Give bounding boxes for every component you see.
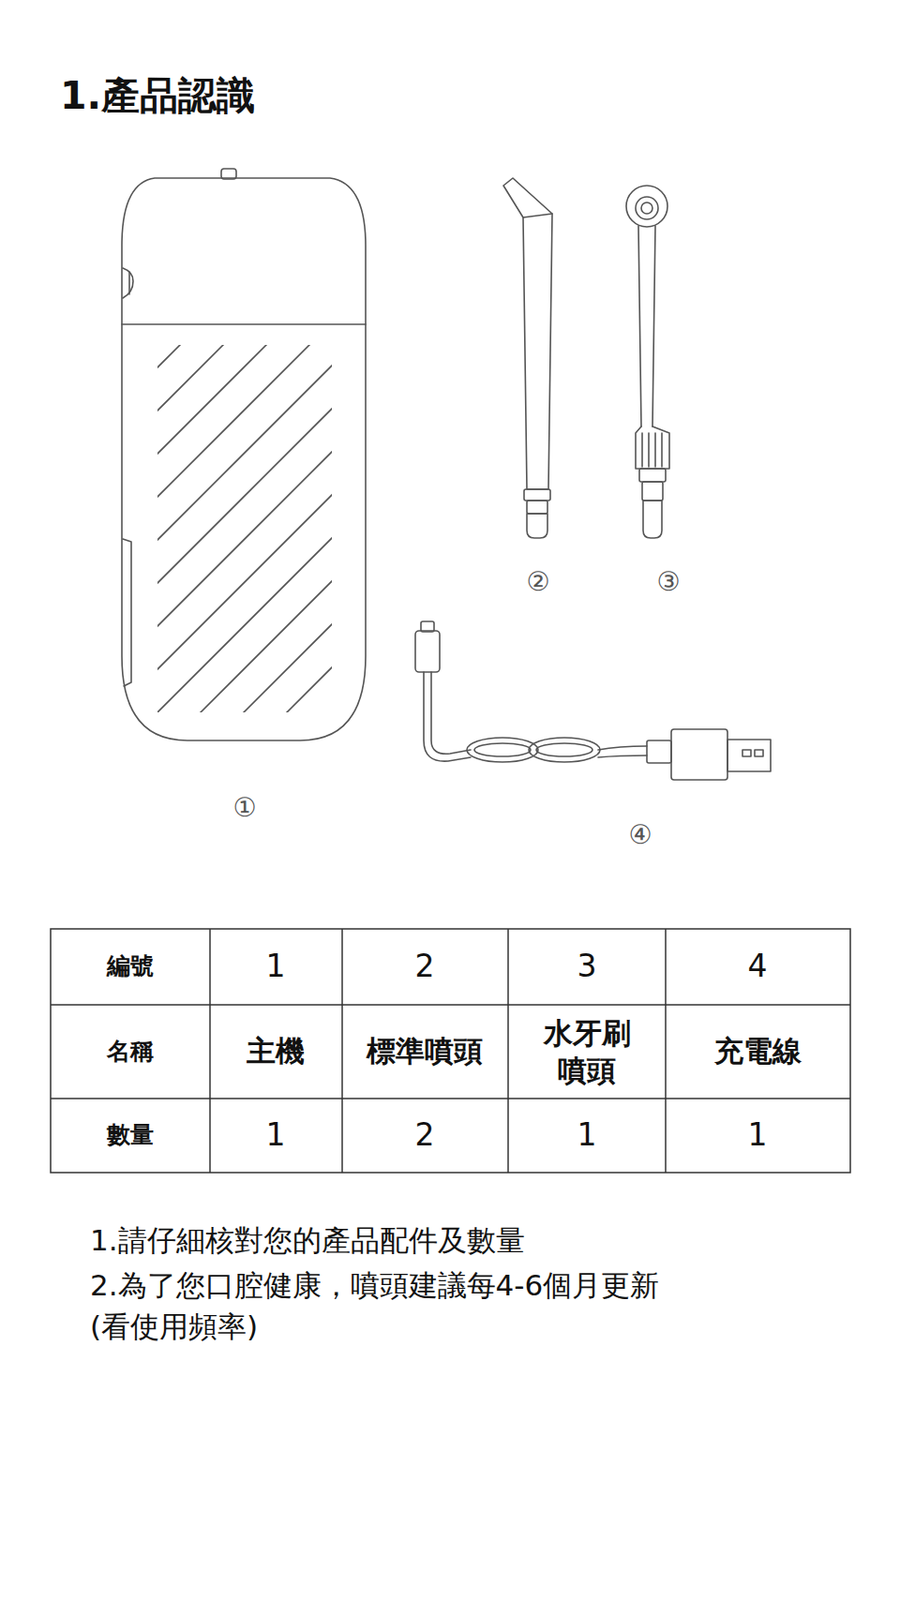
stripe (268, 345, 332, 713)
table-cell: 1 (266, 947, 286, 986)
table-cell: 名稱 (106, 1037, 154, 1066)
callout-number: ④ (628, 819, 652, 852)
note-text: 1.請仔細核對您的產品配件及數量 (90, 1223, 525, 1259)
table-cell: 主機 (246, 1034, 305, 1069)
stripe (157, 345, 332, 713)
stripe (157, 345, 332, 713)
stripe (225, 345, 332, 713)
main-unit (0, 140, 859, 741)
stripe (157, 345, 332, 713)
callout-number: ① (232, 792, 256, 825)
stripe (157, 345, 332, 713)
table-cell: 4 (748, 947, 768, 986)
table-cell: 1 (266, 1116, 286, 1155)
table-cell: 2 (415, 947, 435, 986)
table-cell: 水牙刷 噴頭 (521, 1014, 653, 1091)
page-title: 1.產品認識 (60, 73, 255, 120)
callout-number: ③ (656, 566, 680, 599)
charging-cable (415, 621, 771, 780)
table-cell: 數量 (106, 1121, 154, 1150)
stripe (157, 345, 332, 713)
stripe (181, 345, 332, 713)
table-cell: 編號 (106, 952, 154, 981)
stripe (157, 345, 332, 713)
table-cell: 標準噴頭 (366, 1034, 483, 1069)
standard-nozzle (503, 178, 553, 539)
stripe (157, 345, 332, 713)
stripe (157, 345, 332, 713)
table-cell: 1 (577, 1116, 598, 1155)
table-cell: 3 (577, 947, 598, 986)
table-cell: 2 (415, 1116, 435, 1155)
table-cell: 1 (748, 1116, 768, 1155)
stripe (157, 345, 332, 713)
table-grid (50, 929, 851, 1173)
callout-number: ② (525, 566, 550, 599)
table-cell: 充電線 (714, 1034, 802, 1069)
note-text: 2.為了您口腔健康，噴頭建議每4-6個月更新 (看使用頻率) (90, 1264, 803, 1348)
brush-nozzle (626, 185, 670, 539)
